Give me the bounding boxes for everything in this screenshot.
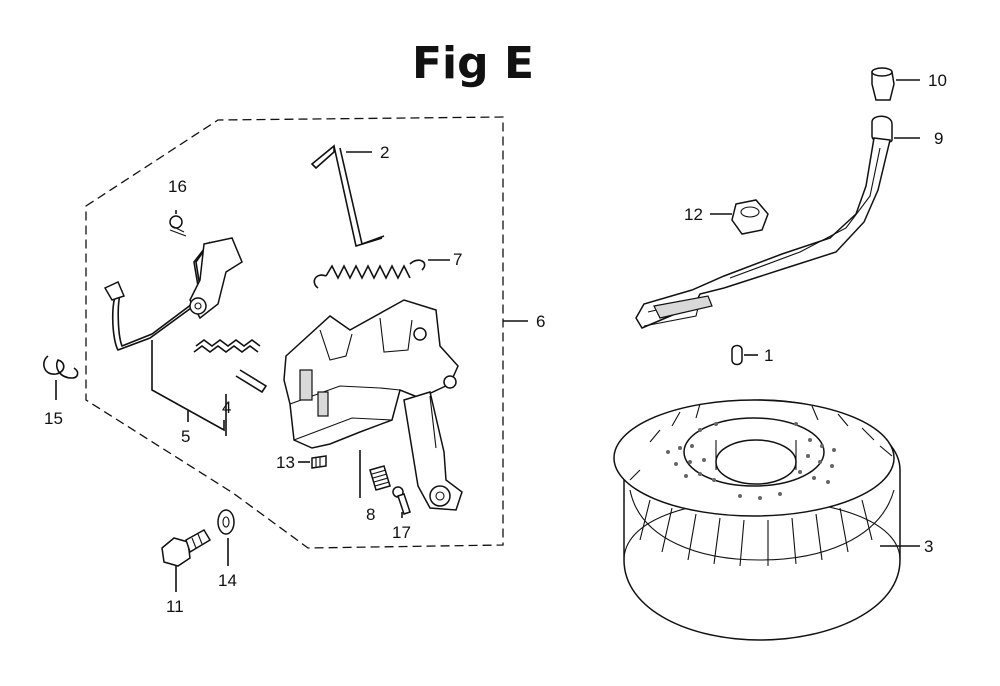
figure-title: Fig E	[411, 38, 534, 89]
part-15-clip	[43, 355, 79, 400]
callout-8: 8	[366, 505, 376, 524]
part-11-bolt	[161, 528, 212, 567]
part-3-flywheel	[613, 399, 901, 641]
callout-13: 13	[276, 453, 295, 472]
callout-12: 12	[684, 205, 703, 224]
callout-15: 15	[44, 409, 63, 428]
part-14-washer	[217, 509, 235, 535]
callout-1: 1	[764, 346, 774, 365]
part-17-screw	[392, 486, 411, 515]
part-1-key	[731, 344, 743, 366]
callout-5: 5	[181, 427, 191, 446]
assembly-boundary	[85, 116, 504, 549]
part-16-screw	[169, 215, 187, 237]
part-9-stop-arm	[635, 115, 893, 329]
callout-17: 17	[392, 523, 411, 542]
part-4-spring	[193, 339, 268, 394]
callout-14: 14	[218, 571, 237, 590]
callout-9: 9	[934, 129, 944, 148]
callout-10: 10	[928, 71, 947, 90]
callout-2: 2	[380, 143, 390, 162]
callout-11: 11	[166, 597, 184, 616]
part-13-screw	[311, 455, 327, 469]
callout-4: 4	[222, 398, 232, 417]
part-12-nut	[731, 199, 769, 235]
callout-7: 7	[453, 250, 463, 269]
part-2-rod	[310, 144, 385, 248]
part-5-control-rod	[103, 237, 243, 351]
callout-3: 3	[924, 537, 934, 556]
part-8-spring	[369, 465, 391, 491]
part-10-cap	[871, 67, 895, 101]
part-6-bracket	[283, 299, 463, 511]
callout-6: 6	[536, 312, 546, 331]
callout-16: 16	[168, 177, 187, 196]
part-7-spring	[313, 259, 426, 289]
